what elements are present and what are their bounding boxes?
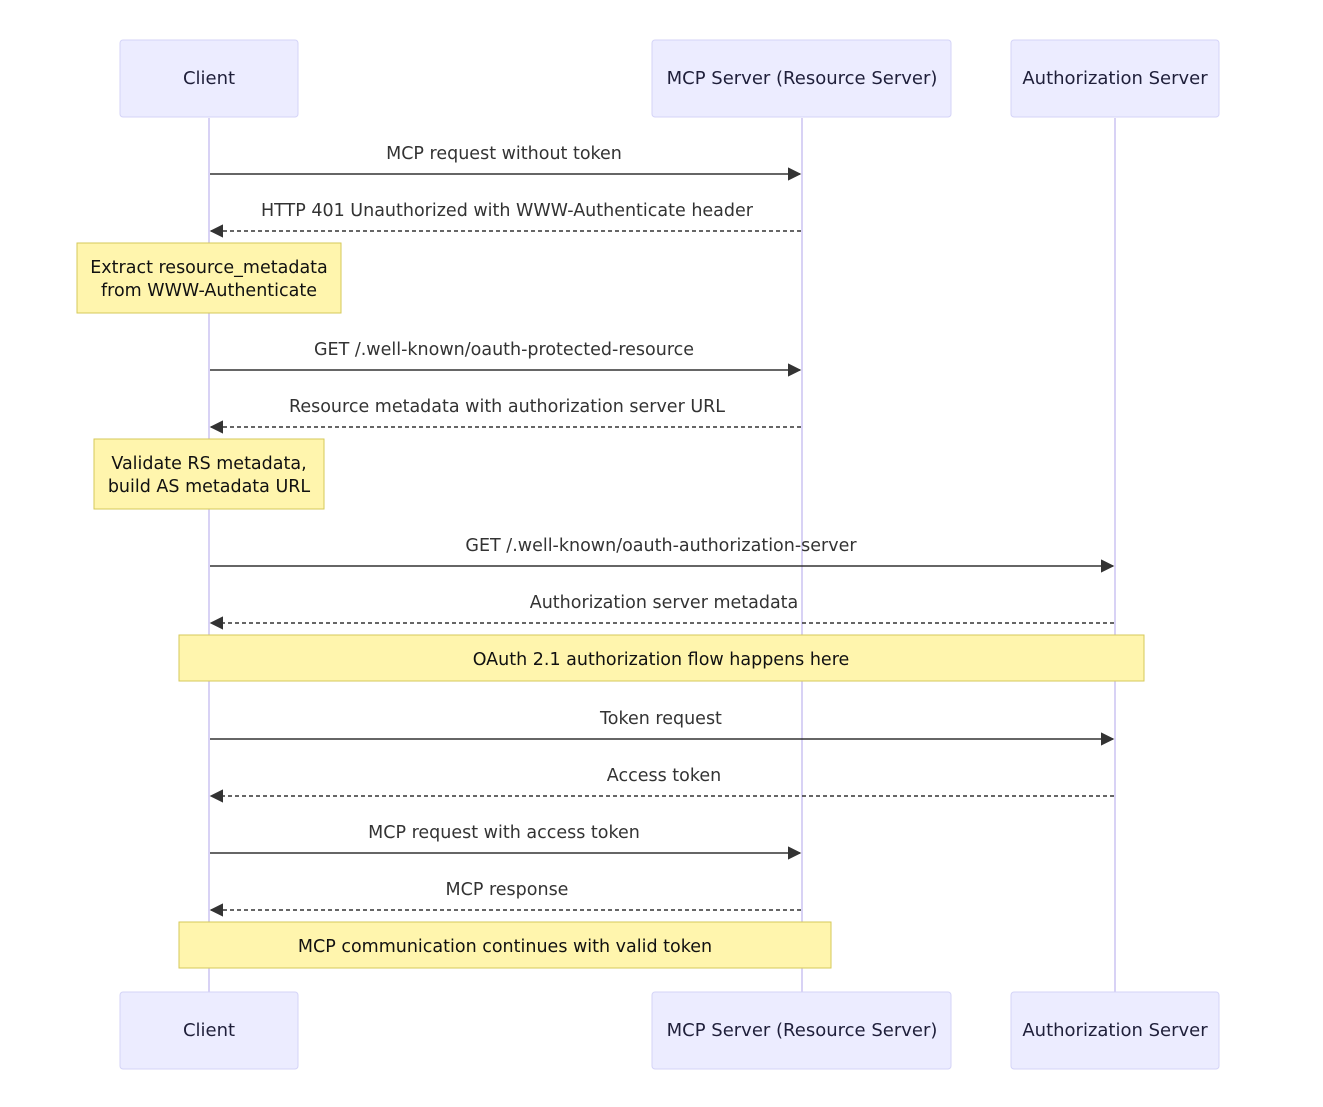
note-line: OAuth 2.1 authorization flow happens her… xyxy=(473,650,850,670)
note-line: build AS metadata URL xyxy=(108,477,311,497)
actor-mcp-server-top: MCP Server (Resource Server) xyxy=(651,39,952,118)
message-label: GET /.well-known/oauth-protected-resourc… xyxy=(314,340,694,360)
message-mcp-response: MCP response xyxy=(209,880,801,917)
note-mcp-communication-continues: MCP communication continues with valid t… xyxy=(178,921,832,969)
message-token-request: Token request xyxy=(210,709,1115,746)
message-mcp-request-with-token: MCP request with access token xyxy=(210,823,802,860)
note-oauth-flow: OAuth 2.1 authorization flow happens her… xyxy=(178,634,1145,682)
message-label: Resource metadata with authorization ser… xyxy=(289,397,725,417)
message-get-protected-resource: GET /.well-known/oauth-protected-resourc… xyxy=(210,340,802,377)
note-line: MCP communication continues with valid t… xyxy=(298,937,712,957)
message-access-token: Access token xyxy=(209,766,1114,803)
actor-client-bottom: Client xyxy=(119,991,299,1070)
message-label: Access token xyxy=(607,766,721,786)
note-line: from WWW-Authenticate xyxy=(101,281,317,301)
actor-client-top-label: Client xyxy=(183,68,235,89)
message-label: HTTP 401 Unauthorized with WWW-Authentic… xyxy=(261,201,754,221)
message-get-authorization-server: GET /.well-known/oauth-authorization-ser… xyxy=(210,536,1115,573)
note-validate-rs-metadata: Validate RS metadata, build AS metadata … xyxy=(93,438,325,510)
message-mcp-request-without-token: MCP request without token xyxy=(210,144,802,181)
actor-authorization-server-bottom: Authorization Server xyxy=(1010,991,1220,1070)
message-label: MCP response xyxy=(446,880,569,900)
actor-authorization-server-top: Authorization Server xyxy=(1010,39,1220,118)
actor-authorization-server-top-label: Authorization Server xyxy=(1022,68,1208,89)
actor-mcp-server-top-label: MCP Server (Resource Server) xyxy=(667,68,938,89)
message-resource-metadata: Resource metadata with authorization ser… xyxy=(209,397,801,434)
note-line: Validate RS metadata, xyxy=(111,454,306,474)
actor-mcp-server-bottom-label: MCP Server (Resource Server) xyxy=(667,1020,938,1041)
message-http-401: HTTP 401 Unauthorized with WWW-Authentic… xyxy=(209,201,801,238)
actor-authorization-server-bottom-label: Authorization Server xyxy=(1022,1020,1208,1041)
message-authorization-server-metadata: Authorization server metadata xyxy=(209,593,1114,630)
actor-client-top: Client xyxy=(119,39,299,118)
actor-mcp-server-bottom: MCP Server (Resource Server) xyxy=(651,991,952,1070)
message-label: MCP request without token xyxy=(386,144,622,164)
note-line: Extract resource_metadata xyxy=(90,258,328,278)
message-label: Authorization server metadata xyxy=(530,593,799,613)
message-label: GET /.well-known/oauth-authorization-ser… xyxy=(465,536,857,556)
note-extract-resource-metadata: Extract resource_metadata from WWW-Authe… xyxy=(76,242,342,314)
message-label: MCP request with access token xyxy=(368,823,640,843)
message-label: Token request xyxy=(599,709,722,729)
actor-client-bottom-label: Client xyxy=(183,1020,235,1041)
